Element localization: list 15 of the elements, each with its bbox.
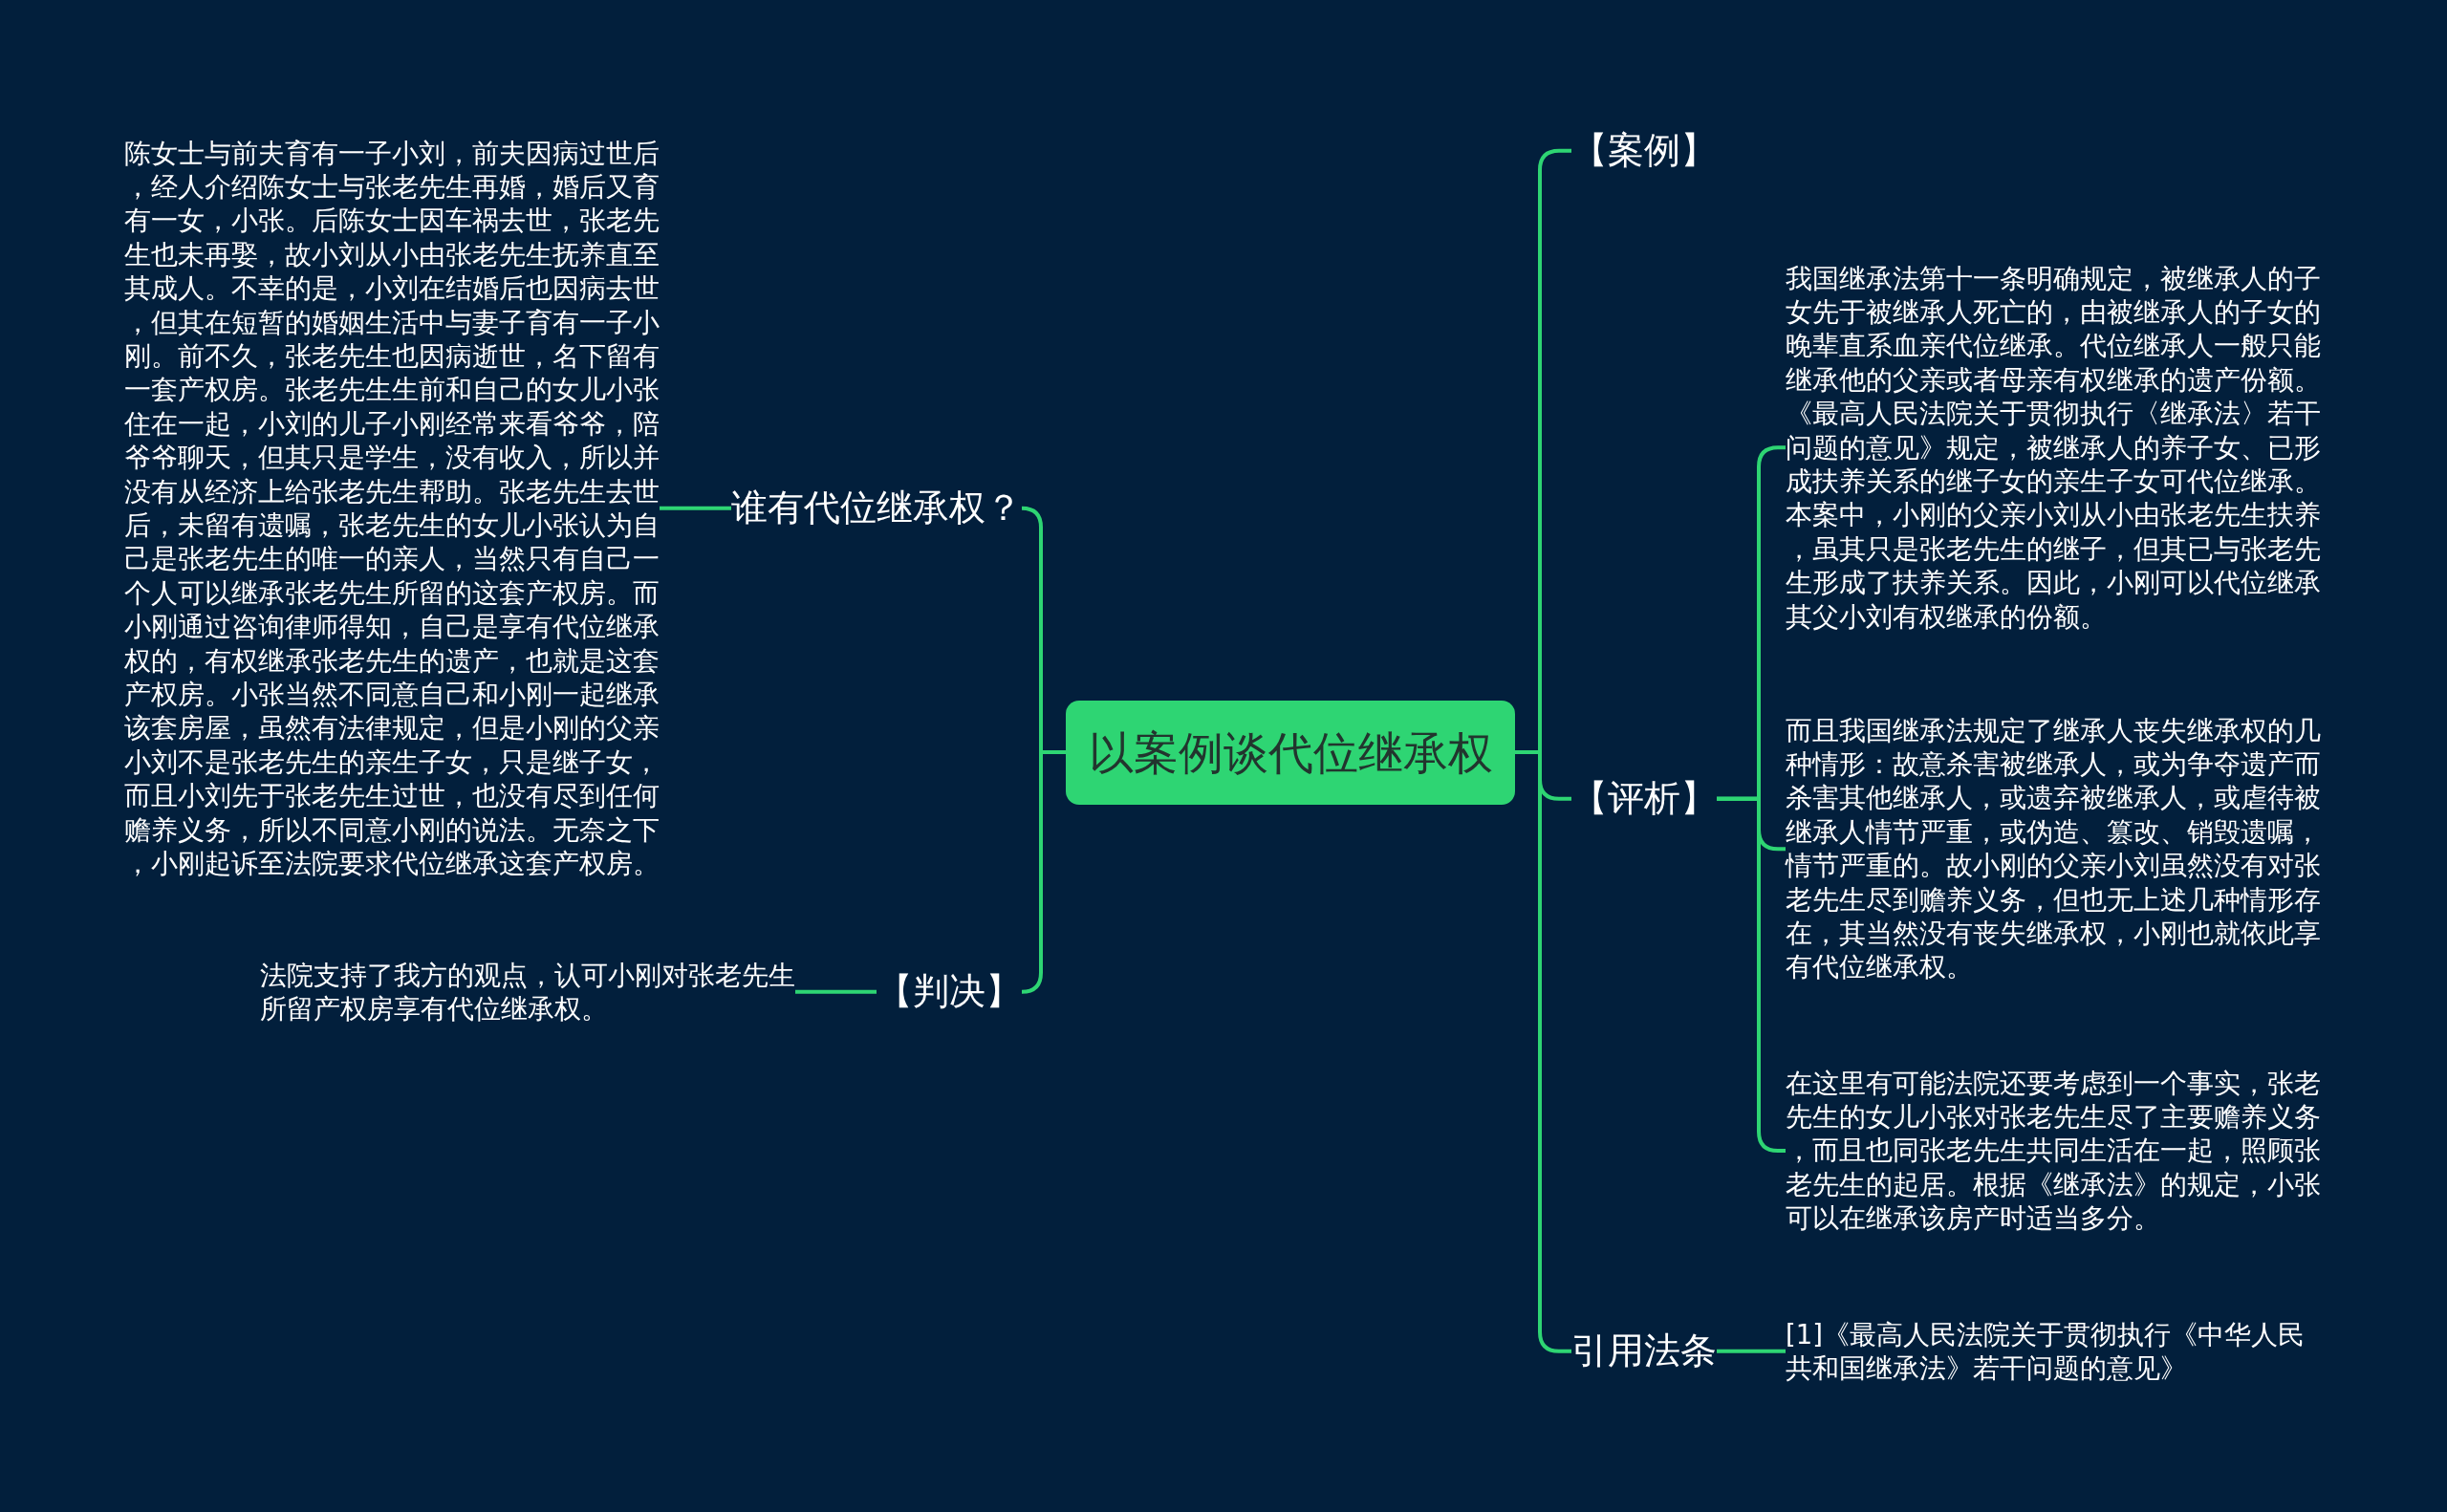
paragraph: [1]《最高人民法院关于贯彻执行《中华人民共和国继承法》若干问题的意见》 [1786, 1317, 2305, 1386]
paragraph: 而且我国继承法规定了继承人丧失继承权的几种情形：故意杀害被继承人，或为争夺遗产而杀害其他继承人，或遗弃被继承人，或虐待被继承人情节严重，或伪造、篡改、销毁遗嘱，情节严重的。故小刚的父亲小刘虽然没有对张老先生尽到赡养义务，但也无上述几种情形存在，其当然没有丧失继承权，小刚也就依此享有代位继承权。 [1786, 713, 2321, 984]
branch-heading: 【案例】 [1571, 128, 1717, 174]
branch-heading: 【评析】 [1571, 776, 1717, 822]
connector-line [795, 989, 877, 994]
branch-heading: 【判决】 [877, 969, 1022, 1015]
branch-heading: 引用法条 [1571, 1328, 1717, 1374]
paragraph: 陈女士与前夫育有一子小刘，前夫因病过世后，经人介绍陈女士与张老先生再婚，婚后又育有一女，小张。后陈女士因车祸去世，张老先生也未再娶，故小刘从小由张老先生抚养直至其成人。不幸的是，小刘在结婚后也因病去世，但其在短暂的婚姻生活中与妻子育有一子小刚。前不久，张老先生也因病逝世，名下留有一套产权房。张老先生生前和自己的女儿小张住在一起，小刘的儿子小刚经常来看爷爷，陪爷爷聊天，但其只是学生，没有收入，所以并没有从经济上给张老先生帮助。张老先生去世后，未留有遗嘱，张老先生的女儿小张认为自己是张老先生的唯一的亲人，当然只有自己一个人可以继承张老先生所留的这套产权房。而小刚通过咨询律师得知，自己是享有代位继承权的，有权继承张老先生的遗产，也就是这套产权房。小张当然不同意自己和小刚一起继承该套房屋，虽然有法律规定，但是小刚的父亲小刘不是张老先生的亲生子女，只是继子女，而且小刘先于张老先生过世，也没有尽到任何赡养义务，所以不同意小刚的说法。无奈之下，小刚起诉至法院要求代位继承这套产权房。 [124, 136, 660, 881]
connector-line [660, 506, 731, 510]
connector-line [1717, 1349, 1786, 1353]
paragraph: 法院支持了我方的观点，认可小刚对张老先生所留产权房享有代位继承权。 [260, 958, 795, 1026]
paragraph: 在这里有可能法院还要考虑到一个事实，张老先生的女儿小张对张老先生尽了主要赡养义务，而且也同张老先生共同生活在一起，照顾张老先生的起居。根据《继承法》的规定，小张可以在继承该房产时适当多分。 [1786, 1066, 2321, 1236]
topic-box: 以案例谈代位继承权 [1066, 700, 1515, 805]
paragraph: 我国继承法第十一条明确规定，被继承人的子女先于被继承人死亡的，由被继承人的子女的晚辈直系血亲代位继承。代位继承人一般只能继承他的父亲或者母亲有权继承的遗产份额。《最高人民法院关于贯彻执行〈继承法〉若干问题的意见》规定，被继承人的养子女、已形成扶养关系的继子女的亲生子女可代位继承。本案中，小刚的父亲小刘从小由张老先生扶养，虽其只是张老先生的继子，但其已与张老先生形成了扶养关系。因此，小刚可以代位继承其父小刘有权继承的份额。 [1786, 261, 2321, 634]
branch-heading: 谁有代位继承权？ [731, 486, 1022, 531]
